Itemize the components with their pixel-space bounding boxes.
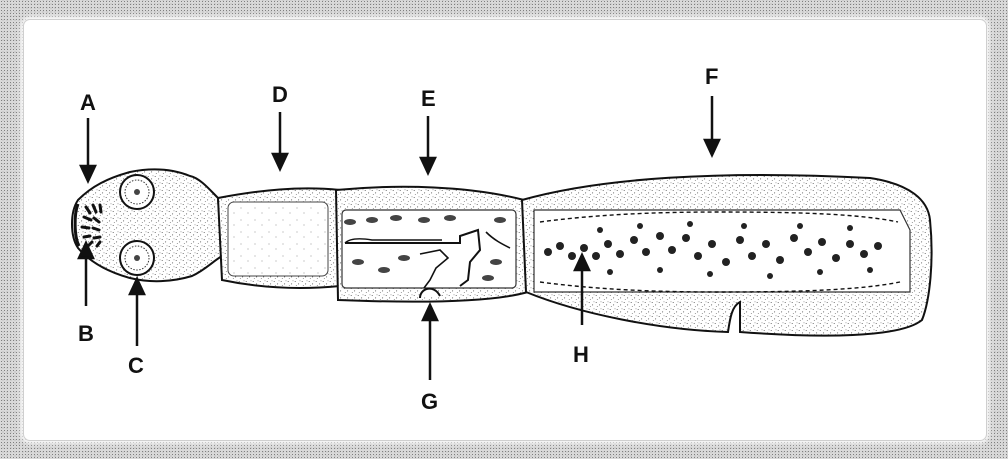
label-g: G bbox=[421, 389, 438, 414]
label-c: C bbox=[128, 353, 144, 378]
scolex bbox=[72, 169, 222, 281]
arrow-e bbox=[421, 116, 435, 173]
label-b: B bbox=[78, 321, 94, 346]
label-d: D bbox=[272, 82, 288, 107]
arrow-f bbox=[705, 96, 719, 155]
arrow-d bbox=[273, 112, 287, 169]
label-a: A bbox=[80, 90, 96, 115]
mature-proglottid bbox=[336, 187, 528, 302]
arrow-g bbox=[423, 305, 437, 380]
immature-proglottid bbox=[218, 188, 340, 288]
label-e: E bbox=[421, 86, 436, 111]
arrow-a bbox=[81, 118, 95, 181]
label-f: F bbox=[705, 64, 718, 89]
arrow-c bbox=[130, 279, 144, 346]
label-h: H bbox=[573, 342, 589, 367]
upper-sucker bbox=[120, 175, 154, 209]
arrow-b bbox=[79, 243, 93, 306]
lower-sucker bbox=[120, 241, 154, 275]
